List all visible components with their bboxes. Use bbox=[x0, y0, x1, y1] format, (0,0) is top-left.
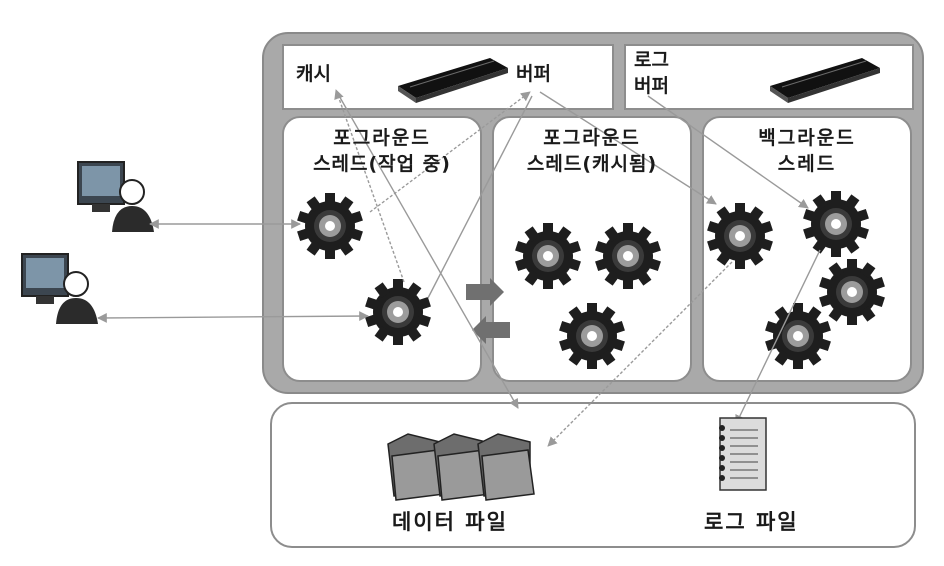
gear-icon bbox=[365, 279, 431, 345]
gear-icon bbox=[765, 303, 831, 369]
storage-box bbox=[270, 402, 916, 548]
bg-thread-title-line1: 백그라운드 bbox=[758, 127, 856, 149]
to-cached-arrow bbox=[466, 278, 504, 306]
bg-thread-title-line2: 스레드 bbox=[777, 153, 837, 175]
gear-icon bbox=[559, 303, 625, 369]
gear-icon bbox=[707, 203, 773, 269]
folder-icon bbox=[433, 433, 491, 501]
gear-icon bbox=[819, 259, 885, 325]
log-buffer-memory-icon bbox=[769, 57, 881, 104]
cache-memory-icon bbox=[397, 57, 509, 104]
log-file-label: 로그 파일 bbox=[704, 510, 799, 534]
fg-thread-cached-title-line1: 포그라운드 bbox=[543, 127, 641, 149]
gear-icon bbox=[803, 191, 869, 257]
user-icon-1 bbox=[77, 161, 154, 232]
log-buffer-label-line1: 로그 bbox=[634, 49, 669, 71]
folder-icon bbox=[387, 433, 445, 501]
fg-thread-working-title-line2: 스레드(작업 중) bbox=[313, 153, 451, 175]
cache-label: 캐시 bbox=[296, 63, 331, 85]
log-buffer-label-line2: 버퍼 bbox=[634, 75, 669, 97]
fg-thread-working-title-line1: 포그라운드 bbox=[333, 127, 431, 149]
folder-icon bbox=[477, 433, 535, 501]
gear-icon bbox=[297, 193, 363, 259]
gear-icon bbox=[515, 223, 581, 289]
buffer-label: 버퍼 bbox=[516, 63, 551, 85]
user-icon-2 bbox=[21, 253, 98, 324]
fg-thread-cached-title-line2: 스레드(캐시됨) bbox=[526, 153, 658, 175]
data-file-label: 데이터 파일 bbox=[392, 510, 508, 534]
gear-icon bbox=[595, 223, 661, 289]
log-document-icon bbox=[719, 417, 767, 491]
to-working-arrow bbox=[472, 316, 510, 344]
